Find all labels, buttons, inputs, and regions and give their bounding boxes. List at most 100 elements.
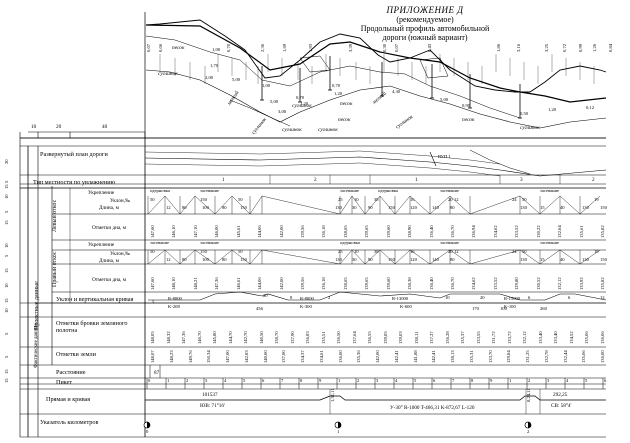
top-elevation-7: 0,30 xyxy=(382,43,387,52)
slope-number-15: 20 xyxy=(448,197,453,202)
top-elevation-4: 1,69 xyxy=(282,43,287,52)
picket-9: 9 xyxy=(319,378,322,383)
picket-20: 2 xyxy=(528,378,531,383)
ditch-left-value-9: 138,65 xyxy=(342,225,348,238)
top-elevation-1: 0,06 xyxy=(158,43,163,52)
slope-diagonal xyxy=(394,249,411,265)
subgrade-value-14: 136,55 xyxy=(367,331,373,344)
slope-number-right-4: 100 xyxy=(202,257,209,262)
drawing-title: ПРИЛОЖЕНИЕ Д (рекомендуемое) Продольный … xyxy=(340,6,510,42)
ditch-right-value-21: 135,82 xyxy=(600,277,605,290)
slope-number-2: 80 xyxy=(182,205,187,210)
grade-length-0: 456 xyxy=(256,306,263,311)
slope-number-right-8: 130 xyxy=(335,257,342,262)
ground-value-11: 135,36 xyxy=(356,350,362,363)
slope-diagonal xyxy=(339,249,353,265)
slope-number-28: 12 xyxy=(454,197,459,202)
ground-value-24: 136,00 xyxy=(600,350,605,363)
slope-diagonal xyxy=(194,249,216,265)
ditch-right-value-4: 146,61 xyxy=(235,277,241,290)
slope-diagonal xyxy=(364,195,381,215)
row-height-8: 15 xyxy=(4,268,9,273)
alignment-seg2-length: 292,25 xyxy=(553,392,568,398)
slope-diagonal xyxy=(469,195,521,215)
slope-number-13: 120 xyxy=(410,205,417,210)
soil-boundary-1 xyxy=(145,69,607,129)
soil-boundary-2 xyxy=(145,35,521,119)
layer-depth-7: 0,70 xyxy=(296,95,305,100)
terrain-type-3: 3 xyxy=(520,177,523,183)
vertical-curve-3: K-300 xyxy=(300,304,312,309)
ground-value-12: 142,00 xyxy=(375,350,380,363)
slope-number-right-9: 25 xyxy=(338,249,343,254)
ground-value-4: 147,00 xyxy=(225,350,230,363)
slope-number-right-23: 16 xyxy=(410,249,415,254)
ditch-right-value-6: 142,00 xyxy=(278,277,284,290)
ground-value-0: 148,07 xyxy=(150,350,155,363)
slope-number-right-15: 20 xyxy=(448,249,453,254)
layer-depth-6: 3,00 xyxy=(278,109,287,114)
top-elevation-11: 3,16 xyxy=(516,43,521,52)
row-label-slope-left: Уклон,‰ xyxy=(110,198,131,204)
slope-number-23: 16 xyxy=(410,197,415,202)
strengthening-8: одерновка xyxy=(340,240,360,245)
subgrade-value-6: 142,70 xyxy=(243,331,249,344)
slope-number-right-11: 90 xyxy=(368,257,373,262)
slope-diagonal xyxy=(179,249,196,265)
row-height-12: 5 xyxy=(4,332,9,335)
top-elevation-14: 0,99 xyxy=(578,43,583,52)
slope-number-12: 150 xyxy=(388,205,395,210)
row-height-0: 20 xyxy=(4,159,9,164)
layer-depth-15: 1,20 xyxy=(548,107,557,112)
picket-24: 6 xyxy=(604,378,607,383)
slope-diagonal xyxy=(379,249,396,265)
slope-number-27: 19 xyxy=(594,197,599,202)
slope-number-right-6: 50 xyxy=(238,249,243,254)
subgrade-value-22: 131,72 xyxy=(491,331,497,344)
picket-18: 9 xyxy=(490,378,493,383)
soil-label-1: суглинок xyxy=(158,71,178,77)
row-height-6: 10 xyxy=(4,243,9,248)
ditch-right-value-19: 132,12 xyxy=(557,277,563,290)
soil-label-4: песок xyxy=(338,117,351,123)
terrain-type-2: 1 xyxy=(415,177,418,183)
row-label-length-left: Длина, м xyxy=(99,205,119,211)
slope-number-right-2: 80 xyxy=(182,257,187,262)
slope-diagonal xyxy=(249,249,263,265)
alignment-seg1-length: 101537 xyxy=(202,392,218,398)
layer-depth-10: 1,20 xyxy=(334,91,343,96)
ditch-left-value-17: 133,52 xyxy=(514,225,520,238)
top-elevation-5: 1,93 xyxy=(308,43,313,52)
alignment-mark-2: 8,24,11 xyxy=(526,388,531,402)
slope-number-17: 130 xyxy=(520,205,527,210)
row-height-2: 15 xyxy=(4,184,9,189)
plan-edge-1 xyxy=(144,150,501,165)
top-elevation-15: 1,26 xyxy=(592,43,597,52)
vertical-curve-0: R-8000 xyxy=(168,296,182,301)
top-elevation-6: 3,39 xyxy=(348,43,353,52)
ditch-left-value-8: 136,18 xyxy=(321,225,327,238)
ditch-left-value-6: 142,00 xyxy=(278,225,284,238)
subgrade-value-29: 136,06 xyxy=(600,331,605,344)
design-grade-line xyxy=(145,24,607,103)
row-height-14: 15 xyxy=(4,369,9,374)
ground-value-9: 134,61 xyxy=(318,350,324,363)
ground-value-21: 132,78 xyxy=(543,350,549,363)
picket-4: 4 xyxy=(224,378,227,383)
alignment-seg2-bearing: СВ: 58°4' xyxy=(551,403,572,409)
slope-diagonal xyxy=(469,249,521,265)
subgrade-value-15: 139,05 xyxy=(382,331,388,344)
row-height-4: 5 xyxy=(4,210,9,213)
km-label-2: 2 xyxy=(527,429,530,434)
km-label-0: 0 xyxy=(146,429,149,434)
layer-depth-11: 4,30 xyxy=(392,89,401,94)
ditch-right-value-2: 148,21 xyxy=(192,277,198,290)
ditch-right-value-12: 138,38 xyxy=(407,277,413,290)
subgrade-value-12: 136,50 xyxy=(336,331,342,344)
soil-label-5: песок xyxy=(340,101,353,107)
grade-value-5: 20 xyxy=(480,295,485,300)
slope-number-right-7: 150 xyxy=(240,257,247,262)
subgrade-value-17: 138,11 xyxy=(413,331,419,344)
ditch-left-value-12: 138,90 xyxy=(407,225,413,238)
slope-diagonal xyxy=(449,249,471,265)
